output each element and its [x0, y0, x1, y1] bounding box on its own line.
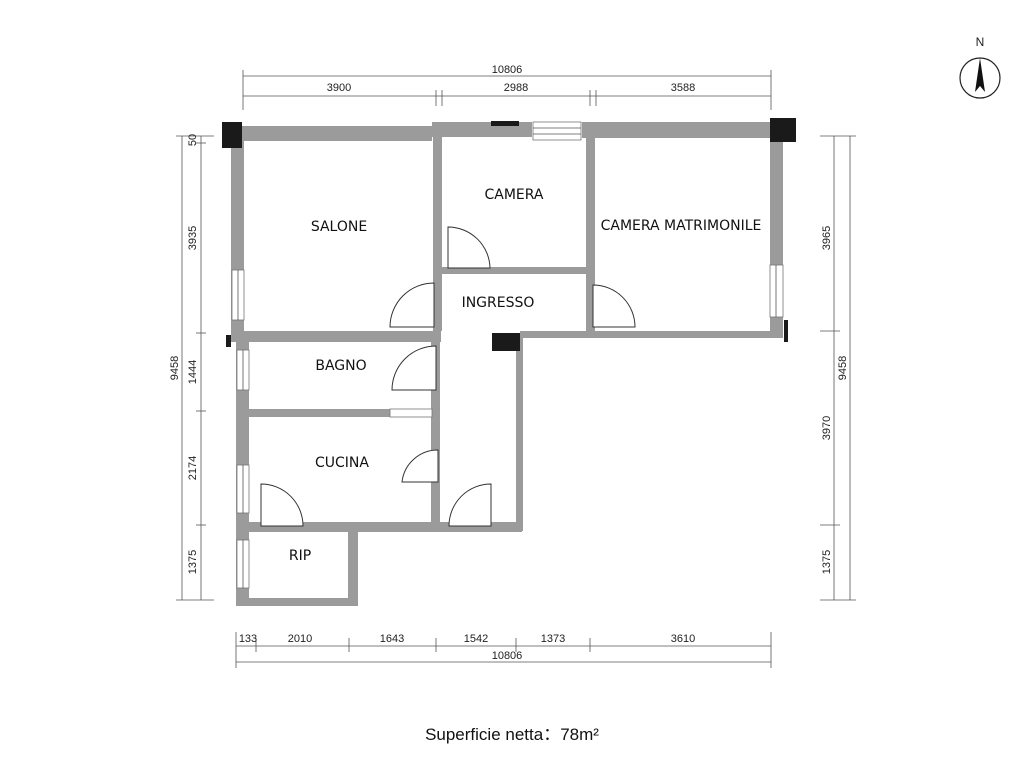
column-top-right — [770, 118, 796, 142]
dim-top-total: 10806 — [492, 64, 523, 76]
column-top-mid — [491, 121, 519, 126]
room-ingresso: INGRESSO — [462, 295, 535, 311]
dim-right-2: 3970 — [821, 416, 833, 440]
dim-bottom-6: 3610 — [671, 633, 695, 645]
dimensions-left: 9458 50 3935 1444 2174 1375 — [169, 134, 214, 601]
room-camera-matrimoniale: CAMERA MATRIMONILE — [601, 218, 762, 234]
dim-left-5: 1375 — [187, 550, 199, 574]
dim-right-1: 3965 — [821, 226, 833, 250]
north-label: N — [976, 35, 985, 49]
doors — [260, 226, 636, 527]
dim-bottom-4: 1542 — [464, 633, 488, 645]
dim-bottom-5: 1373 — [541, 633, 565, 645]
dimensions-right: 3965 3970 1375 9458 — [820, 135, 856, 601]
room-rip: RIP — [289, 548, 311, 564]
room-bagno: BAGNO — [315, 358, 366, 374]
dim-top-1: 3900 — [327, 82, 351, 94]
column-right-mid — [784, 320, 788, 342]
dim-top-3: 3588 — [671, 82, 695, 94]
column-center — [492, 333, 520, 351]
dimensions-bottom: 133 2010 1643 1542 1373 3610 10806 — [235, 632, 772, 668]
north-arrow: N — [959, 35, 1001, 99]
dim-bottom-3: 1643 — [380, 633, 404, 645]
dim-right-total: 9458 — [837, 356, 849, 380]
dim-top-2: 2988 — [504, 82, 528, 94]
column-left-mid — [226, 335, 231, 347]
north-arrow-icon — [975, 58, 985, 92]
column-top-left — [222, 122, 242, 148]
dim-bottom-1: 133 — [239, 633, 257, 645]
floor-plan: N 10806 3900 2988 3588 133 2010 1643 154… — [169, 35, 1001, 668]
dim-left-2: 3935 — [187, 226, 199, 250]
room-cucina: CUCINA — [315, 455, 369, 471]
dim-left-total: 9458 — [169, 356, 181, 380]
dim-left-4: 2174 — [187, 456, 199, 480]
dim-right-3: 1375 — [821, 550, 833, 574]
room-salone: SALONE — [311, 219, 367, 235]
dim-left-1: 50 — [187, 134, 199, 146]
windows — [231, 121, 784, 589]
net-surface-label: Superficie netta：78m² — [425, 725, 599, 744]
dim-left-3: 1444 — [187, 360, 199, 384]
room-camera: CAMERA — [484, 187, 543, 203]
dim-bottom-2: 2010 — [288, 633, 312, 645]
dim-bottom-total: 10806 — [492, 650, 523, 662]
dimensions-top: 10806 3900 2988 3588 — [242, 64, 772, 110]
